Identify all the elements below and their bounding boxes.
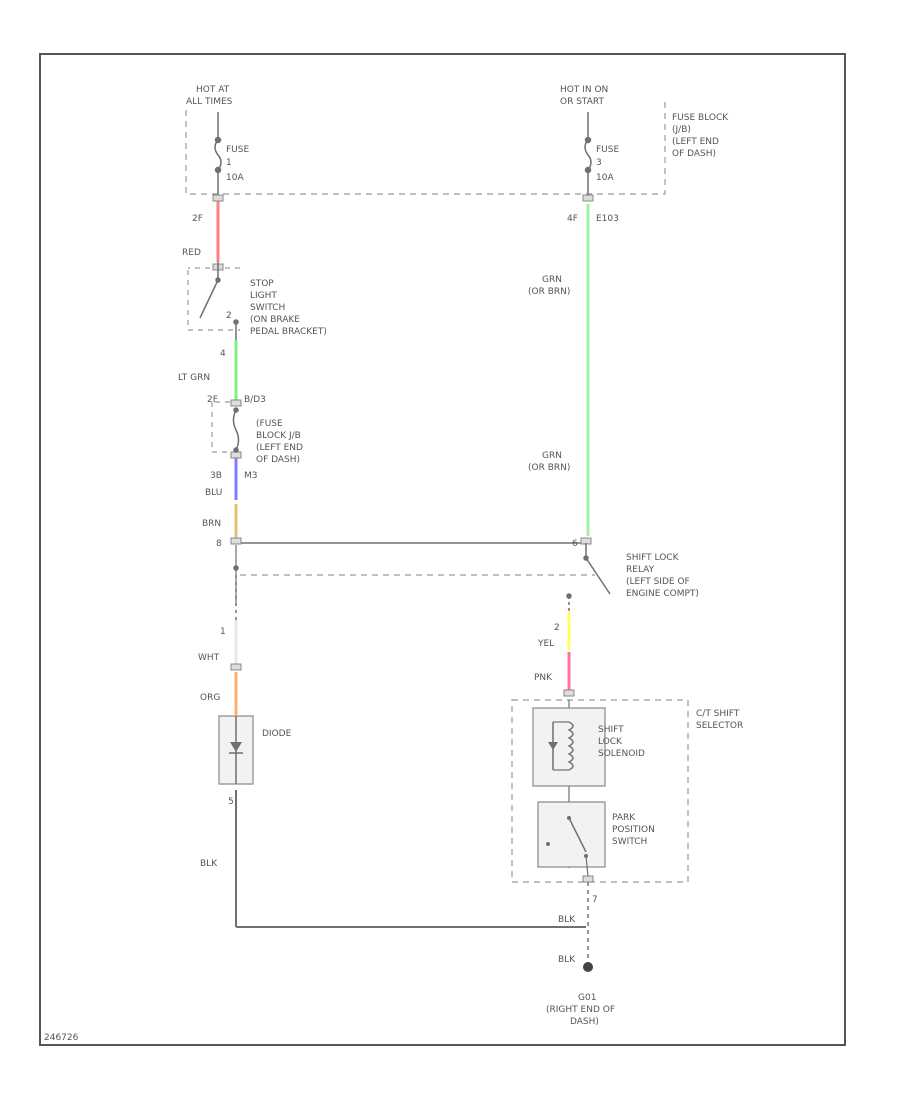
wire-label-blk-ground: BLK xyxy=(558,955,576,965)
stop-switch-symbol xyxy=(199,262,239,340)
pin-relay-left: 8 xyxy=(216,539,222,549)
pin-relay-right: 6 xyxy=(572,539,578,549)
wire-label-grn-top-alt: (OR BRN) xyxy=(528,287,570,297)
wire-label-grn-bottom: GRN xyxy=(542,451,562,461)
relay-label-1: SHIFT LOCK xyxy=(626,553,680,563)
fuse-left-num: 1 xyxy=(226,158,232,168)
pin-jb-code: B/D3 xyxy=(244,395,266,405)
jb2-label-3: (LEFT END xyxy=(256,443,303,453)
ground-label-2: (RIGHT END OF xyxy=(546,1005,615,1015)
pin-selector-bottom: 7 xyxy=(592,895,598,905)
fuse-block-label-4: OF DASH) xyxy=(672,149,716,159)
pin-jb-in: 2F xyxy=(207,395,218,405)
relay-label-2: RELAY xyxy=(626,565,655,575)
stop-switch-label-1: STOP xyxy=(250,279,274,289)
selector-outline xyxy=(511,699,689,883)
wire-label-blk-left: BLK xyxy=(200,859,218,869)
wire-label-yel: YEL xyxy=(537,639,554,649)
pin-diode-top: 1 xyxy=(220,627,226,637)
ground-label-1: G01 xyxy=(578,993,596,1003)
pin-jb-code2: M3 xyxy=(244,471,258,481)
pin-left-fuse-out: 2F xyxy=(192,214,203,224)
selector-label-1: C/T SHIFT xyxy=(696,709,740,719)
park-switch-label-1: PARK xyxy=(612,813,636,823)
fuse-right-label: FUSE xyxy=(596,145,619,155)
jb2-label-4: OF DASH) xyxy=(256,455,300,465)
park-switch-label-2: POSITION xyxy=(612,825,655,835)
pin-right-fuse-code: E103 xyxy=(596,214,619,224)
wire-label-brn: BRN xyxy=(202,519,221,529)
pin-right-fuse-out: 4F xyxy=(567,214,578,224)
pin-stop-out: 4 xyxy=(220,349,226,359)
diode-symbol xyxy=(218,715,254,785)
park-switch-label-3: SWITCH xyxy=(612,837,647,847)
fuse-block-label-1: FUSE BLOCK xyxy=(672,113,729,123)
selector-label-2: SELECTOR xyxy=(696,721,743,731)
jb-fuse-symbol xyxy=(232,407,240,453)
relay-label-3: (LEFT SIDE OF xyxy=(626,577,690,587)
relay-lower-contact xyxy=(233,565,239,620)
power-left-line2: ALL TIMES xyxy=(186,97,233,107)
pin-jb-out: 3B xyxy=(210,471,222,481)
diode-label: DIODE xyxy=(262,729,292,739)
stop-switch-label-2: LIGHT xyxy=(250,291,277,301)
stop-switch-label-4: (ON BRAKE xyxy=(250,315,300,325)
solenoid-label-3: SOLENOID xyxy=(598,749,645,759)
solenoid-symbol xyxy=(532,707,606,787)
stop-switch-outline xyxy=(187,267,240,331)
fuse-block-label-3: (LEFT END xyxy=(672,137,719,147)
wire-label-red: RED xyxy=(182,248,201,258)
solenoid-label-2: LOCK xyxy=(598,737,623,747)
wire-label-pnk: PNK xyxy=(534,673,553,683)
pin-stop-in: 2 xyxy=(226,311,232,321)
wire-label-org: ORG xyxy=(200,693,220,703)
relay-switch-symbol xyxy=(566,543,611,612)
fuse-block-outline xyxy=(185,100,666,195)
jb2-label-2: BLOCK J/B xyxy=(256,431,301,441)
relay-label-4: ENGINE COMPT) xyxy=(626,589,699,599)
power-right-line2: OR START xyxy=(560,97,604,107)
wire-label-grn-bottom-alt: (OR BRN) xyxy=(528,463,570,473)
park-switch-symbol xyxy=(537,801,606,877)
power-right-line1: HOT IN ON xyxy=(560,85,608,95)
pin-diode-bottom: 5 xyxy=(228,797,234,807)
fuse-left-rating: 10A xyxy=(226,173,244,183)
diagram-frame xyxy=(39,53,846,1046)
figure-code: 246726 xyxy=(44,1033,79,1043)
fuse-left-label: FUSE xyxy=(226,145,249,155)
ground-icon xyxy=(583,962,593,972)
fuse-block-label-2: (J/B) xyxy=(672,125,691,135)
pin-relay-bottom: 2 xyxy=(554,623,560,633)
power-left-line1: HOT AT xyxy=(196,85,230,95)
fuse-right-num: 3 xyxy=(596,158,602,168)
fuse-right-symbol xyxy=(584,136,592,174)
wire-label-grn-top: GRN xyxy=(542,275,562,285)
solenoid-label-1: SHIFT xyxy=(598,725,624,735)
stop-switch-label-3: SWITCH xyxy=(250,303,285,313)
wire-label-blk-right: BLK xyxy=(558,915,576,925)
stop-switch-label-5: PEDAL BRACKET) xyxy=(250,327,327,337)
wire-label-blu: BLU xyxy=(205,488,222,498)
wire-label-wht: WHT xyxy=(198,653,220,663)
wire-label-lt-grn: LT GRN xyxy=(178,373,210,383)
fuse-left-symbol xyxy=(214,136,222,174)
ground-label-3: DASH) xyxy=(570,1017,599,1027)
fuse-right-rating: 10A xyxy=(596,173,614,183)
jb2-label-1: (FUSE xyxy=(256,419,283,429)
